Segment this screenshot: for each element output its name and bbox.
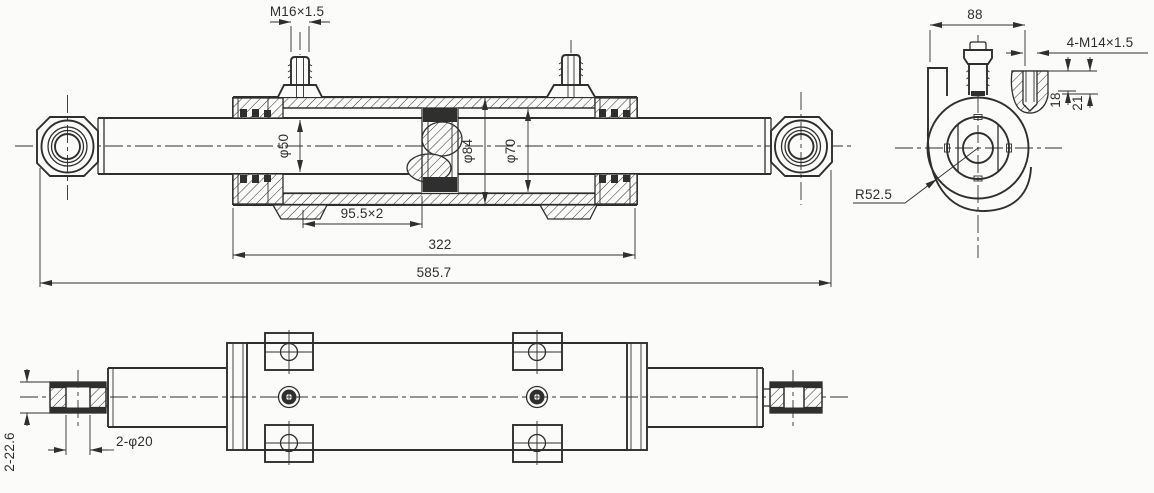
dim-rod-diameter: φ50 xyxy=(276,120,303,172)
dim-body-diameter: φ84 xyxy=(460,98,488,204)
lug-top-left xyxy=(264,330,314,374)
dim-port-thread: M16×1.5 xyxy=(270,4,330,52)
boss-edge-lines xyxy=(957,124,999,172)
end-view: 88 4-M14×1.5 18 21 R52.5 xyxy=(853,7,1148,258)
plan-port-plug-2 xyxy=(525,385,549,409)
dim-port-to-piston-label: 95.5×2 xyxy=(341,206,384,221)
dim-rod-diameter-label: φ50 xyxy=(276,134,291,158)
foot-flange-right xyxy=(538,204,599,220)
main-section-view: M16×1.5 φ50 φ84 φ70 95.5×2 322 xyxy=(15,4,852,287)
plan-right-rod xyxy=(647,367,770,428)
dim-tube-length-label: 322 xyxy=(428,237,451,252)
left-gland xyxy=(232,97,284,205)
top-port-fitting xyxy=(963,41,993,96)
dim-body-radius: R52.5 xyxy=(853,147,979,204)
plan-tube xyxy=(226,342,648,451)
dim-overall-length-label: 585.7 xyxy=(417,265,452,280)
plan-view: 2-φ20 2-22.6 xyxy=(2,330,848,472)
dim-body-diameter-label: φ84 xyxy=(460,139,475,164)
dim-bore-diameter: φ70 xyxy=(503,109,531,192)
dim-mount-width: 88 xyxy=(929,7,1026,66)
lug-bottom-right xyxy=(512,421,563,465)
lug-arm xyxy=(927,67,948,130)
dim-eye-width-label: 2-22.6 xyxy=(2,432,17,471)
right-gland xyxy=(594,97,638,205)
foot-flange-left xyxy=(271,204,329,220)
dim-mount-width-label: 88 xyxy=(967,7,982,22)
keyway-ticks xyxy=(944,114,1012,182)
tube-wall-top xyxy=(282,96,596,109)
plan-port-plug-1 xyxy=(277,385,301,409)
plan-right-eye xyxy=(769,370,823,428)
dim-overall-length: 585.7 xyxy=(39,168,832,287)
dim-port-thread-label: M16×1.5 xyxy=(270,4,324,19)
dim-thread-depth: 18 xyxy=(1048,57,1097,108)
left-rod-eye xyxy=(36,95,99,200)
threaded-boss xyxy=(1010,70,1049,114)
tube-wall-bottom xyxy=(282,192,596,206)
dim-port-threads-label: 4-M14×1.5 xyxy=(1067,35,1134,50)
dim-thread-depth-label: 18 xyxy=(1048,92,1063,107)
port-boss-2 xyxy=(546,40,596,98)
plan-left-rod xyxy=(106,367,227,428)
dim-tube-length: 322 xyxy=(232,208,636,259)
right-rod-eye xyxy=(770,92,833,205)
piston xyxy=(406,108,463,192)
dim-eye-bores-label: 2-φ20 xyxy=(116,434,153,449)
dim-hole-depth: 21 xyxy=(1062,57,1098,111)
dim-hole-depth-label: 21 xyxy=(1070,95,1085,110)
rod-bore-circle xyxy=(962,132,994,164)
lug-bottom-left xyxy=(264,421,314,465)
dim-eye-width: 2-22.6 xyxy=(2,369,52,472)
dim-port-threads: 4-M14×1.5 xyxy=(1006,35,1148,56)
body-outer-circle xyxy=(926,96,1030,200)
plan-left-eye xyxy=(49,370,107,428)
dim-body-radius-label: R52.5 xyxy=(855,187,892,202)
port-boss-1 xyxy=(277,32,323,98)
dim-eye-bores: 2-φ20 xyxy=(48,415,153,455)
plan-mounting-lugs xyxy=(264,330,563,465)
dim-port-to-piston: 95.5×2 xyxy=(302,196,423,228)
dim-bore-diameter-label: φ70 xyxy=(503,139,518,163)
body-mid-circle xyxy=(946,116,1010,180)
lug-top-right xyxy=(512,330,563,374)
